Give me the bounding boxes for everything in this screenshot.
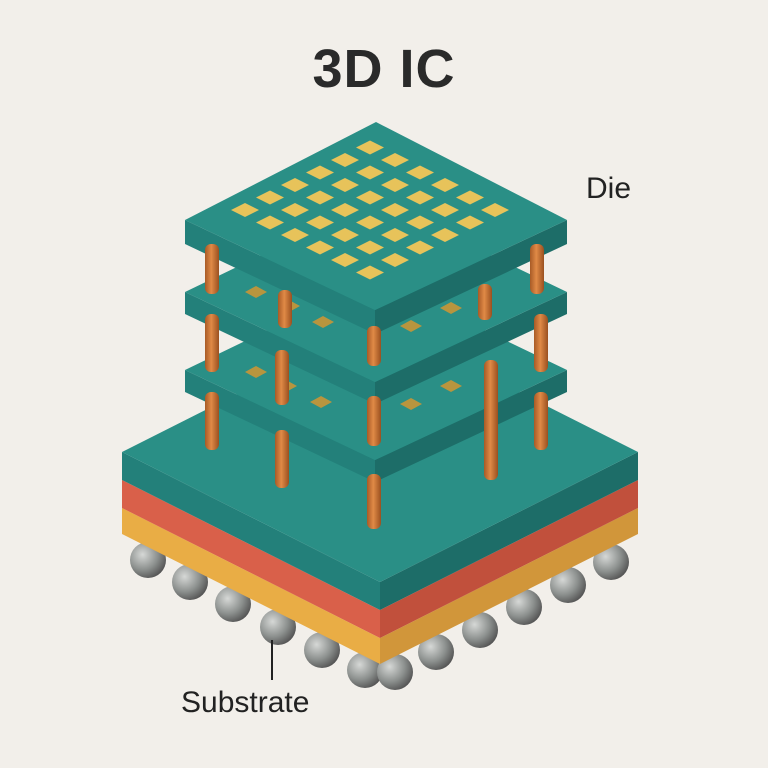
tsv-pillars-upper bbox=[205, 244, 544, 366]
tsv-pillars-middle bbox=[205, 314, 548, 446]
solder-balls bbox=[130, 542, 629, 690]
tsv-pillars-lower bbox=[205, 360, 548, 529]
substrate-label: Substrate bbox=[181, 686, 310, 719]
diagram-title: 3D IC bbox=[312, 39, 456, 99]
die-1 bbox=[185, 122, 567, 334]
bond-pads bbox=[231, 140, 509, 280]
die-label: Die bbox=[586, 172, 632, 205]
